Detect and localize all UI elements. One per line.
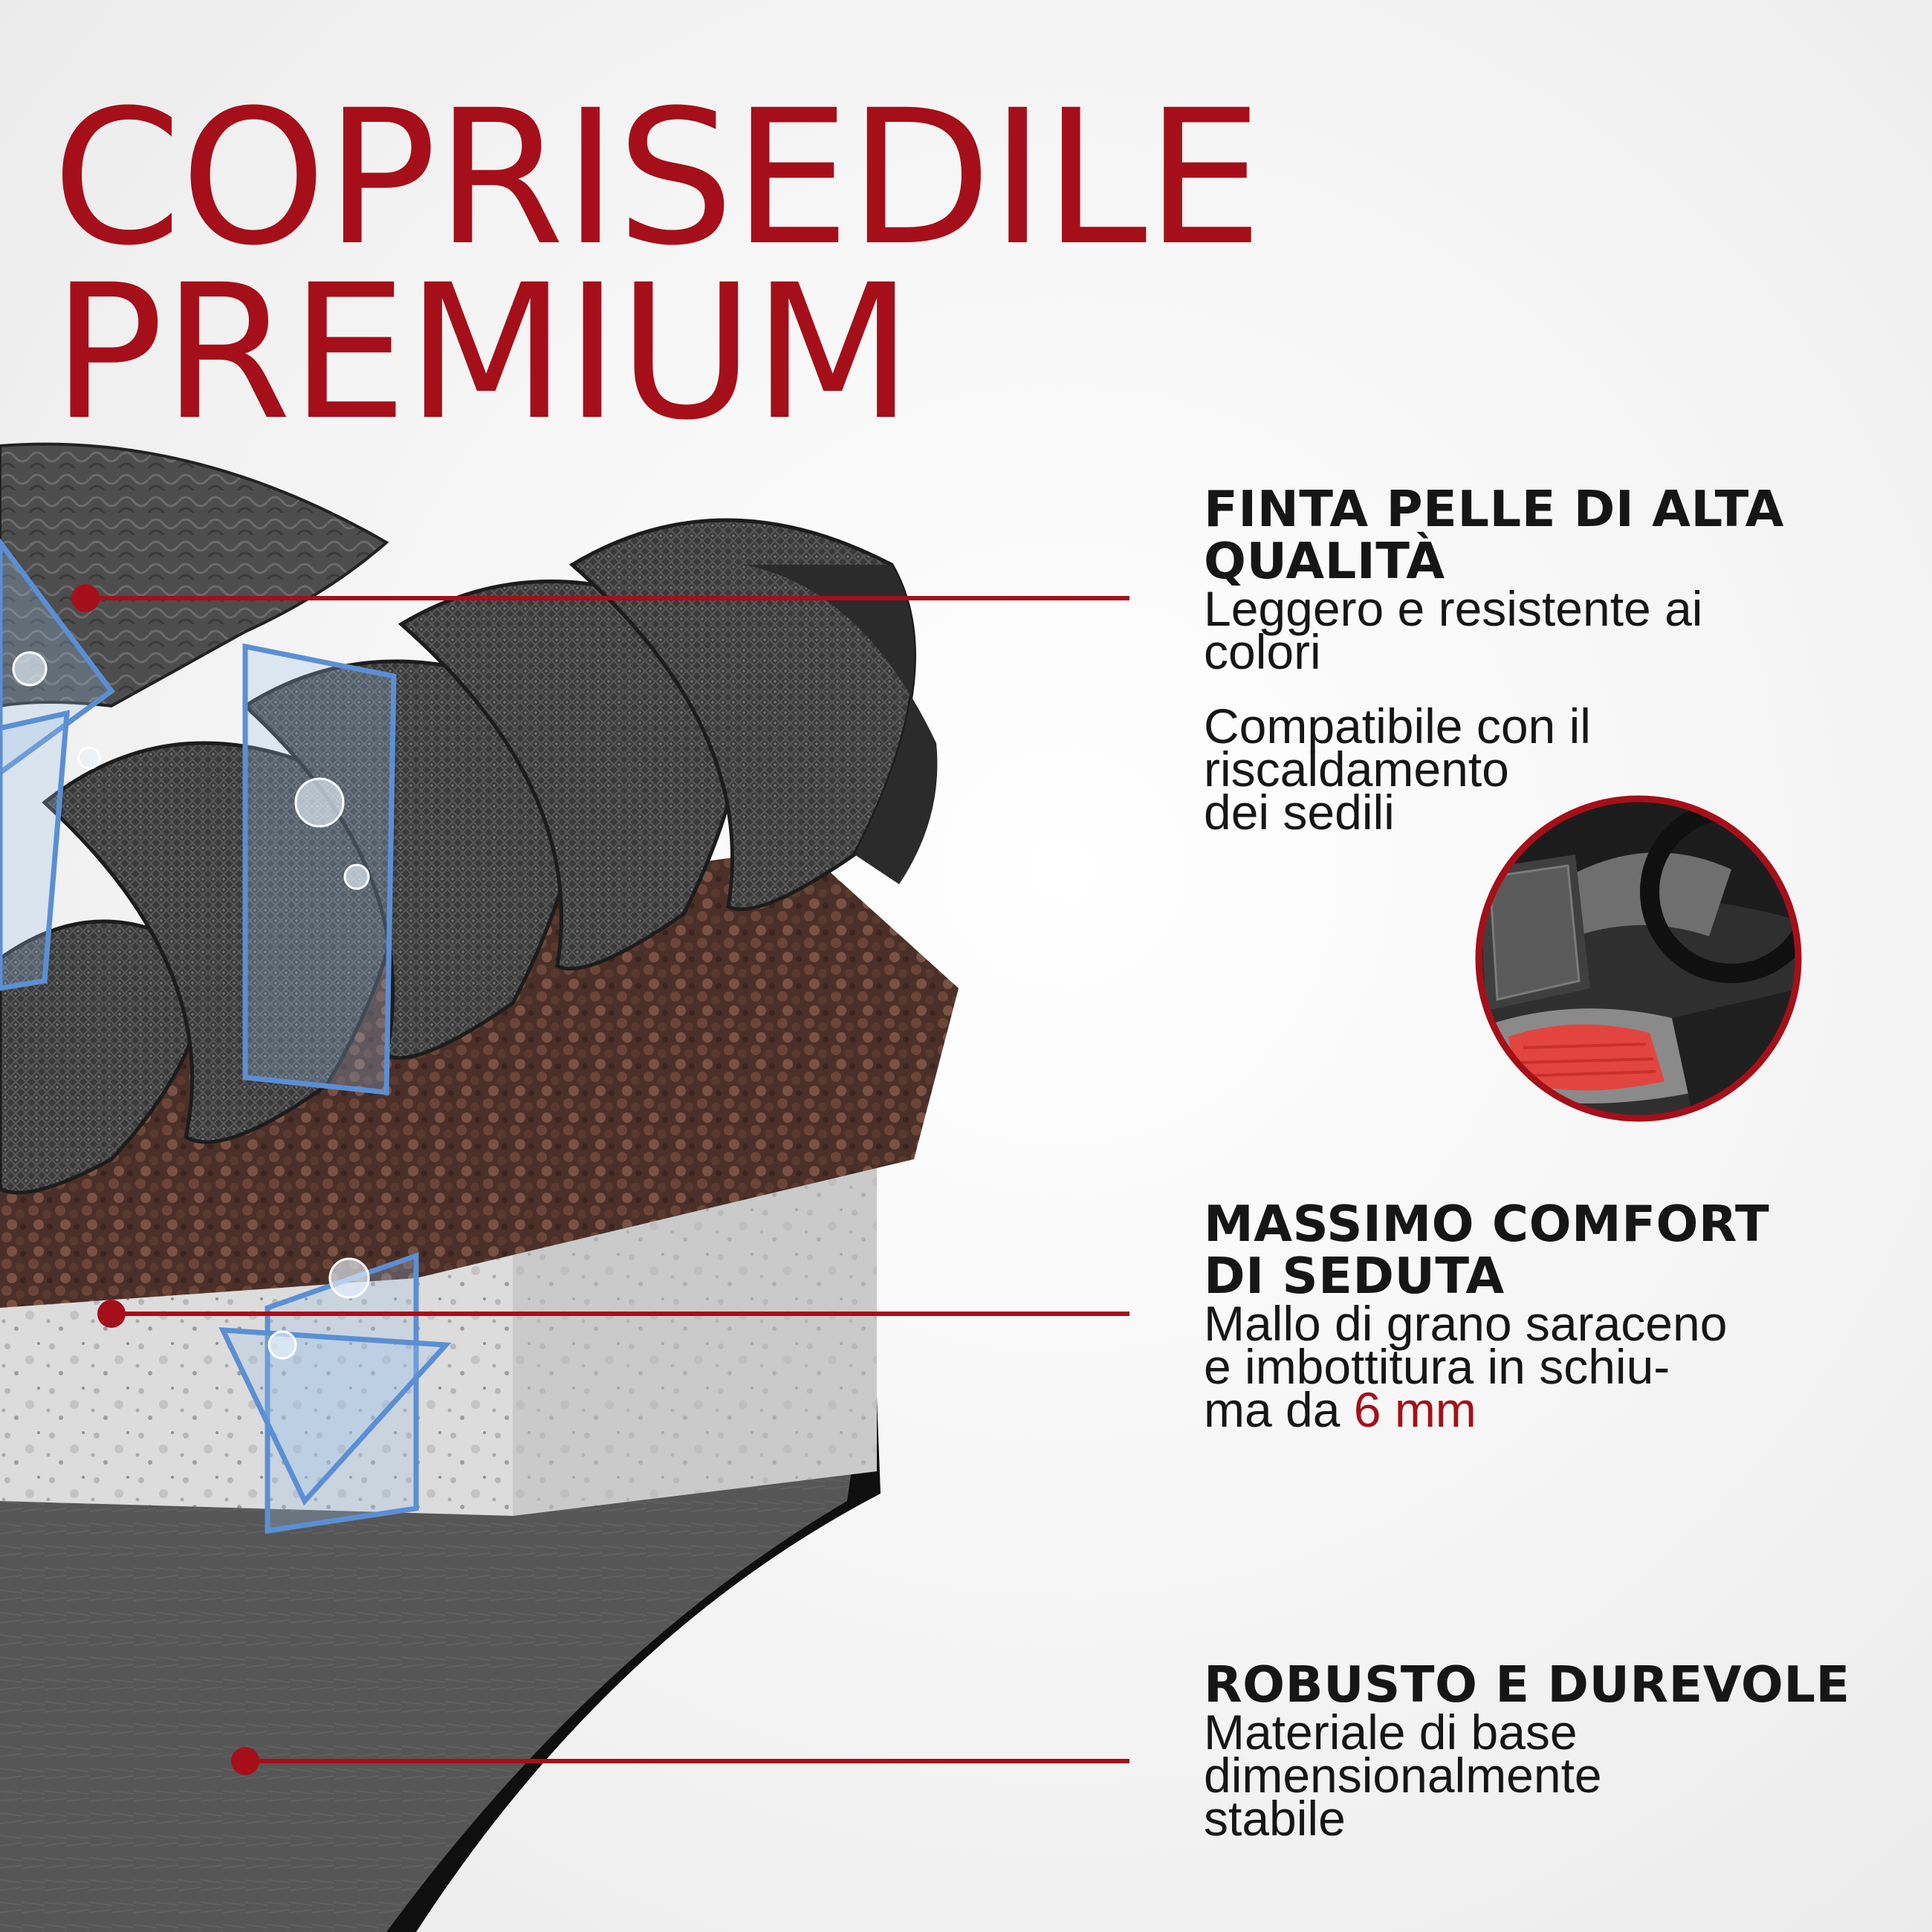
page-title-line-1: COPRISEDILE (52, 70, 1263, 286)
feature-leather-heading: FINTA PELLE DI ALTA QUALITÀ (1204, 483, 1902, 587)
feature-comfort-desc-line-3: ma da (1204, 1382, 1354, 1437)
feature-heating-compat-text: Compatibile con il riscaldamento dei sed… (1204, 701, 1902, 837)
feature-base-heading-line-1: ROBUSTO E DUREVOLE (1204, 1656, 1850, 1714)
feature-base-heading: ROBUSTO E DUREVOLE (1204, 1659, 1902, 1711)
heated-seat-car-interior-icon (1475, 795, 1802, 1122)
feature-comfort-heading-line-2: DI SEDUTA (1204, 1247, 1505, 1305)
feature-base-desc-line-3: stabile (1204, 1791, 1346, 1846)
feature-heating-line-1: Compatibile con il (1204, 698, 1591, 753)
feature-heating-line-3: dei sedili (1204, 785, 1395, 840)
feature-comfort: MASSIMO COMFORT DI SEDUTA Mallo di grano… (1204, 1198, 1902, 1434)
feature-leather-heading-line-1: FINTA PELLE DI ALTA (1204, 480, 1784, 538)
feature-base-description: Materiale di base dimensionalmente stabi… (1204, 1708, 1902, 1843)
page-title-line-2: PREMIUM (52, 244, 913, 461)
feature-comfort-heading: MASSIMO COMFORT DI SEDUTA (1204, 1198, 1902, 1302)
feature-leather-description: Leggero e resistente ai colori (1204, 584, 1902, 676)
thickness-highlight: 6 mm (1353, 1382, 1476, 1437)
feature-heating-line-2: riscaldamento (1204, 742, 1509, 797)
feature-leather: FINTA PELLE DI ALTA QUALITÀ Leggero e re… (1204, 483, 1902, 837)
pointer-line-comfort (97, 1300, 1129, 1328)
pointer-line-base (231, 1747, 1129, 1775)
feature-comfort-description: Mallo di grano saraceno e imbottitura in… (1204, 1299, 1902, 1434)
feature-leather-desc-line-1: Leggero e resistente ai (1204, 581, 1703, 636)
feature-comfort-heading-line-1: MASSIMO COMFORT (1204, 1195, 1770, 1253)
feature-leather-heading-line-2: QUALITÀ (1204, 532, 1445, 590)
feature-base-desc-line-2: dimensionalmente (1204, 1748, 1602, 1803)
feature-leather-desc-line-2: colori (1204, 624, 1321, 679)
feature-base-desc-line-1: Materiale di base (1204, 1705, 1578, 1760)
feature-comfort-desc-line-2: e imbottitura in schiu- (1204, 1339, 1670, 1394)
feature-comfort-desc-line-1: Mallo di grano saraceno (1204, 1296, 1728, 1351)
feature-base: ROBUSTO E DUREVOLE Materiale di base dim… (1204, 1659, 1902, 1843)
pointer-line-leather (71, 584, 1129, 612)
